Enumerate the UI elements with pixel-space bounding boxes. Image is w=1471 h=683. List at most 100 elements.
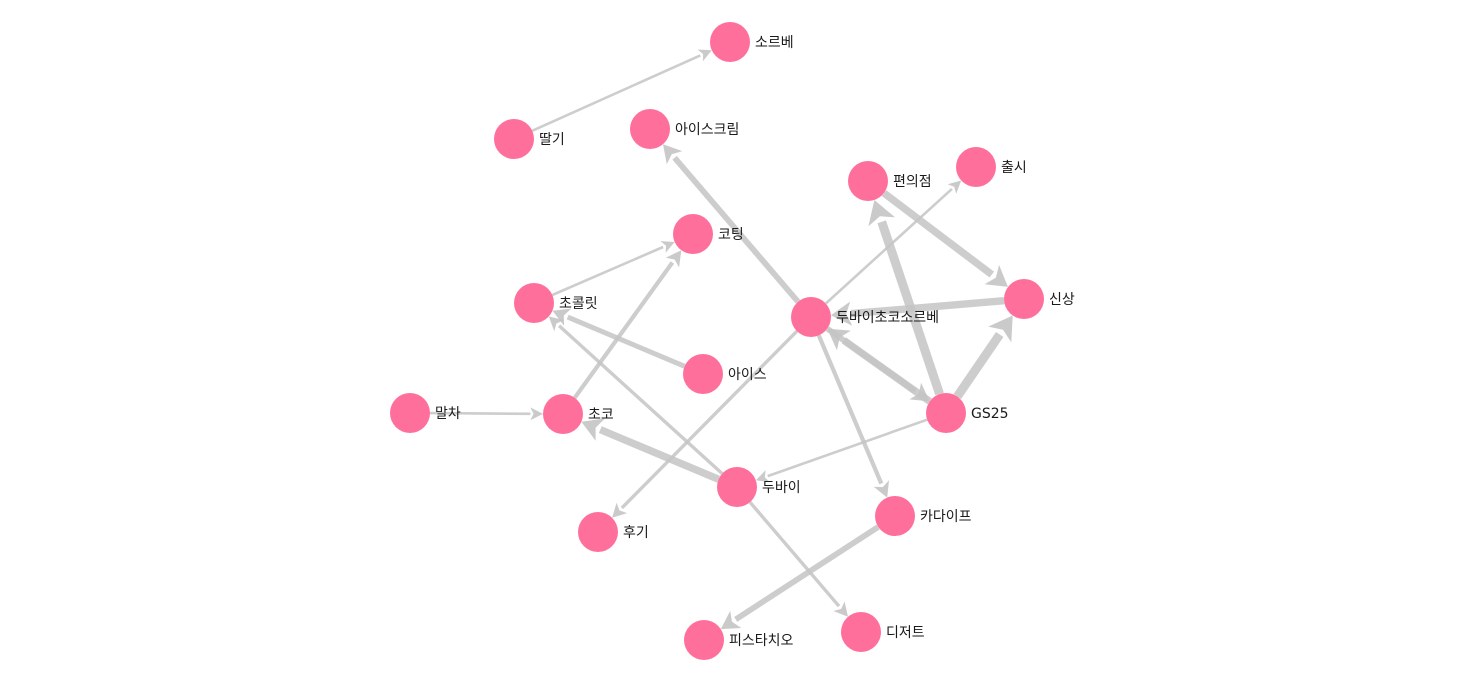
edge-arrowhead [548, 316, 565, 332]
edge-arrowhead [552, 308, 572, 326]
edge-line [850, 297, 1005, 318]
node-ice[interactable]: 아이스 [683, 354, 767, 394]
edge-arrowhead [909, 382, 930, 402]
edge-arrowhead [581, 418, 605, 441]
node-kadaif[interactable]: 카다이프 [875, 496, 972, 536]
node-label: 피스타치오 [729, 633, 794, 649]
node-gs25[interactable]: GS25 [926, 393, 1009, 433]
node-label: 편의점 [893, 174, 932, 190]
edge-arrowhead [612, 502, 628, 518]
node-circle[interactable] [848, 161, 888, 201]
edge-gs25-sinsang [953, 315, 1013, 400]
edge-ice-chokollit [552, 308, 686, 369]
node-koting[interactable]: 코팅 [673, 214, 744, 254]
edge-dubai-choco [581, 418, 721, 483]
edge-line [825, 326, 917, 394]
edge-arrowhead [833, 601, 848, 617]
node-label: 디저트 [886, 625, 925, 641]
node-matcha[interactable]: 말차 [390, 393, 461, 433]
edge-dubai-chokollit [548, 316, 724, 475]
node-circle[interactable] [875, 496, 915, 536]
edge-arrowhead [720, 610, 742, 630]
node-circle[interactable] [543, 394, 583, 434]
edge-line [767, 418, 928, 478]
edge-arrowhead [868, 200, 895, 227]
node-label: 코팅 [718, 227, 744, 243]
edge-arrowhead [988, 315, 1013, 343]
node-circle[interactable] [841, 612, 881, 652]
node-circle[interactable] [710, 22, 750, 62]
edge-dubai-dessert [748, 501, 848, 617]
node-chulsi[interactable]: 출시 [956, 147, 1027, 187]
node-pyeonuijeom[interactable]: 편의점 [848, 161, 932, 201]
node-label: 아이스 [728, 367, 767, 383]
node-icecream[interactable]: 아이스크림 [630, 109, 739, 149]
node-ttalgi[interactable]: 딸기 [494, 119, 565, 159]
node-circle[interactable] [494, 119, 534, 159]
edge-arrowhead [984, 265, 1008, 287]
node-hugi[interactable]: 후기 [578, 512, 649, 552]
node-label: 말차 [435, 406, 461, 422]
edge-arrowhead [660, 241, 675, 253]
node-label: 두바이 [762, 480, 801, 496]
edge-choco-koting [572, 250, 682, 400]
node-circle[interactable] [926, 393, 966, 433]
node-label: 두바이초코소르베 [836, 310, 939, 326]
node-label: 초코 [588, 407, 614, 423]
edge-dubaichocosorbe-hugi [612, 330, 799, 518]
edge-arrowhead [755, 470, 770, 483]
edge-line [531, 54, 701, 132]
edge-line [551, 245, 664, 297]
edge-line [429, 411, 531, 416]
node-dubai[interactable]: 두바이 [717, 467, 801, 507]
edge-pyeonuijeom-sinsang [881, 190, 1008, 287]
node-circle[interactable] [684, 620, 724, 660]
edge-dubaichocosorbe-icecream [663, 144, 801, 304]
node-circle[interactable] [514, 283, 554, 323]
node-circle[interactable] [956, 147, 996, 187]
edge-line [748, 501, 841, 608]
edge-line [598, 426, 721, 483]
node-circle[interactable] [1004, 279, 1044, 319]
node-choco[interactable]: 초코 [543, 394, 614, 434]
edge-chokollit-koting [551, 241, 675, 297]
edge-arrowhead [663, 144, 683, 165]
node-label: 아이스크림 [675, 122, 739, 138]
node-circle[interactable] [578, 512, 618, 552]
edge-arrowhead [665, 250, 682, 268]
edge-arrowhead [530, 407, 543, 421]
edge-sinsang-dubaichocosorbe [830, 297, 1005, 326]
node-dubaichocosorbe[interactable]: 두바이초코소르베 [791, 297, 939, 337]
node-circle[interactable] [673, 214, 713, 254]
node-dessert[interactable]: 디저트 [841, 612, 925, 652]
node-label: 소르베 [755, 35, 794, 51]
edge-arrowhead [873, 480, 889, 498]
edge-line [734, 524, 880, 622]
node-sorbe[interactable]: 소르베 [710, 22, 794, 62]
edge-line [953, 331, 1004, 400]
node-label: 출시 [1001, 160, 1027, 176]
edge-arrowhead [830, 301, 853, 326]
node-circle[interactable] [390, 393, 430, 433]
node-circle[interactable] [683, 354, 723, 394]
edge-dubaichocosorbe-gs25 [825, 326, 930, 402]
node-circle[interactable] [717, 467, 757, 507]
node-pistachio[interactable]: 피스타치오 [684, 620, 794, 660]
edge-line [572, 261, 675, 400]
node-label: GS25 [971, 406, 1009, 422]
node-circle[interactable] [630, 109, 670, 149]
edge-line [816, 334, 884, 485]
edge-line [672, 155, 801, 304]
edge-line [566, 314, 686, 369]
edge-line [557, 324, 724, 475]
node-label: 신상 [1049, 292, 1075, 308]
edge-ttalgi-sorbe [531, 49, 712, 132]
edge-dubaichocosorbe-kadaif [816, 334, 889, 498]
node-sinsang[interactable]: 신상 [1004, 279, 1075, 319]
node-chokollit[interactable]: 초콜릿 [514, 283, 598, 323]
edge-gs25-dubai [755, 418, 928, 483]
edge-layer [429, 49, 1013, 630]
node-circle[interactable] [791, 297, 831, 337]
